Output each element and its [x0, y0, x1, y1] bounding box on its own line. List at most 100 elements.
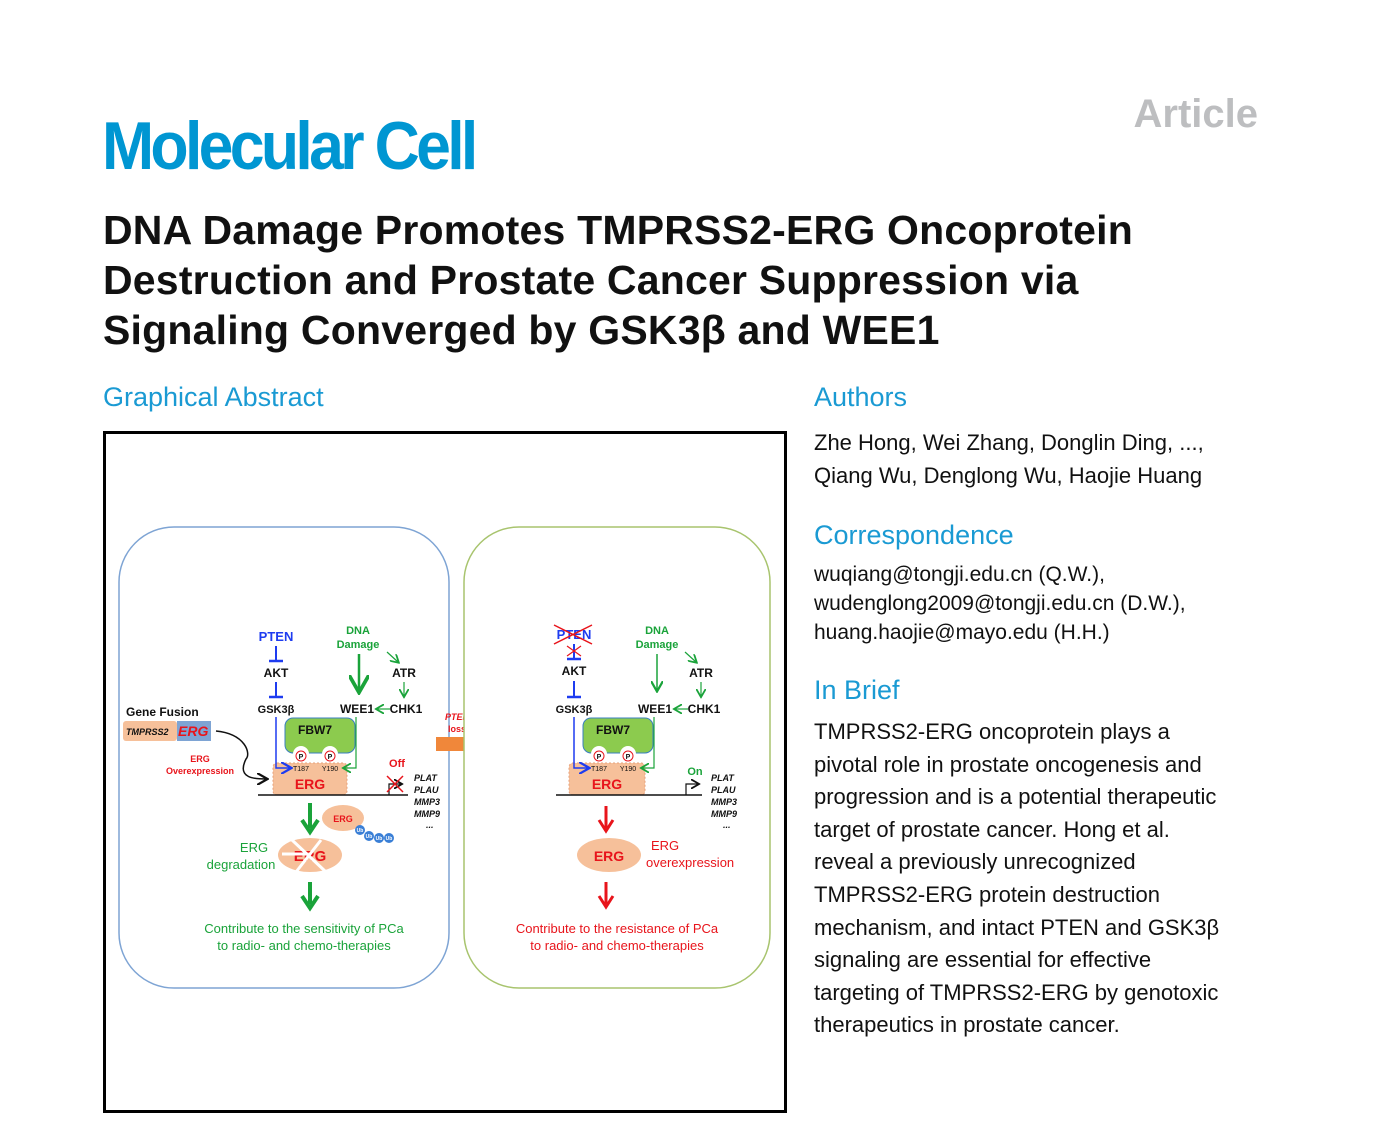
dna-damage-label: DNA	[346, 625, 370, 637]
ubiquitinated-erg	[322, 805, 364, 831]
pten-loss-label: loss	[448, 724, 466, 734]
brief-line: targeting of TMPRSS2-ERG by genotoxic	[814, 979, 1219, 1005]
brief-line: signaling are essential for effective	[814, 947, 1152, 973]
ub-label: Ub	[386, 836, 393, 842]
akt-label: AKT	[562, 664, 587, 678]
erg-degradation-label: degradation	[207, 857, 276, 872]
ub-label: Ub	[376, 836, 383, 842]
in-brief-text: TMPRSS2-ERG oncoprotein plays a pivotal …	[814, 716, 1274, 1042]
wee1-to-y190-arrow	[642, 717, 655, 768]
article-title: DNA Damage Promotes TMPRSS2-ERG Oncoprot…	[103, 205, 1283, 355]
pathway-diagram: PTEN AKT GSK3β DNA Damage ATR WEE1 CHK1 …	[118, 526, 771, 989]
brief-line: TMPRSS2-ERG protein destruction	[814, 881, 1161, 907]
chk1-label: CHK1	[390, 702, 423, 716]
title-line: Destruction and Prostate Cancer Suppress…	[103, 257, 1079, 303]
author-line: Qiang Wu, Denglong Wu, Haojie Huang	[814, 463, 1203, 488]
target-gene: PLAU	[711, 785, 736, 795]
wee1-label: WEE1	[340, 702, 374, 716]
phospho-p-label: P	[328, 754, 333, 761]
brief-line: mechanism, and intact PTEN and GSK3β	[814, 914, 1220, 940]
phospho-p-label: P	[299, 754, 304, 761]
ubiquitin-bead	[374, 833, 384, 843]
brief-line: therapeutics in prostate cancer.	[814, 1012, 1120, 1038]
on-label: On	[687, 766, 703, 778]
brief-line: target of prostate cancer. Hong et al.	[814, 816, 1170, 842]
fbw7-box	[284, 717, 356, 754]
atr-label: ATR	[392, 666, 416, 680]
off-label: Off	[389, 758, 405, 770]
pten-loss-label: PTEN	[445, 712, 470, 722]
promoter-arrow	[685, 784, 698, 795]
ub-label: Ub	[357, 828, 364, 834]
email-link[interactable]: wuqiang@tongji.edu.cn (Q.W.),	[814, 563, 1105, 586]
target-gene: PLAT	[414, 773, 438, 783]
graphical-abstract-heading: Graphical Abstract	[103, 382, 324, 412]
gsk3b-to-t187-arrow	[573, 717, 588, 768]
phospho-circle	[295, 750, 307, 762]
atr-label: ATR	[689, 666, 713, 680]
erg-overexpression-label: ERG	[651, 838, 679, 853]
promoter-arrow	[388, 784, 401, 795]
brief-line: pivotal role in prostate oncogenesis and	[814, 751, 1202, 777]
wee1-to-y190-arrow	[344, 717, 357, 768]
brief-line: progression and is a potential therapeut…	[814, 784, 1217, 810]
erg-oval-label: ERG	[594, 848, 624, 864]
dna-damage-to-atr-arrow	[684, 651, 696, 662]
target-genes: PLAT PLAU MMP3 MMP9 ...	[414, 773, 440, 830]
ub-label: Ub	[366, 834, 373, 840]
journal-logo: Molecular Cell	[102, 108, 478, 184]
target-gene: PLAT	[711, 773, 735, 783]
target-gene: MMP3	[711, 797, 737, 807]
y190-label: Y190	[322, 766, 338, 773]
ubiquitin-chain: Ub Ub Ub Ub	[355, 825, 394, 843]
gsk3b-label: GSK3β	[556, 704, 593, 716]
title-line: Signaling Converged by GSK3β and WEE1	[103, 307, 940, 353]
erg-label: ERG	[592, 776, 622, 792]
y190-label: Y190	[620, 766, 636, 773]
article-type-label: Article	[1133, 92, 1259, 136]
target-gene: PLAU	[414, 785, 439, 795]
target-gene: MMP9	[414, 809, 440, 819]
phospho-circle	[324, 750, 336, 762]
correspondence-list: wuqiang@tongji.edu.cn (Q.W.), wudenglong…	[814, 560, 1186, 647]
fbw7-box	[582, 717, 654, 754]
fusion-to-erg-arrow	[215, 730, 266, 779]
gene-fusion-label: Gene Fusion	[126, 705, 199, 719]
target-gene: MMP3	[414, 797, 440, 807]
ubiquitin-bead	[364, 831, 374, 841]
email-link[interactable]: huang.haojie@mayo.edu (H.H.)	[814, 621, 1110, 644]
t187-label: T187	[591, 766, 607, 773]
erg-label: ERG	[295, 776, 325, 792]
sensitivity-outcome: to radio- and chemo-therapies	[217, 938, 391, 953]
down-arrow-head	[597, 895, 615, 910]
tmprss2-label: TMPRSS2	[126, 727, 169, 737]
dna-damage-to-atr-arrow	[386, 651, 398, 662]
correspondence-heading: Correspondence	[814, 520, 1014, 550]
erg-segment	[177, 721, 211, 741]
target-gene: MMP9	[711, 809, 737, 819]
dna-damage-label: Damage	[337, 639, 380, 651]
sensitivity-outcome: Contribute to the sensitivity of PCa	[204, 921, 404, 936]
gsk3b-to-t187-arrow	[275, 717, 290, 768]
ubiquitin-bead	[384, 833, 394, 843]
erg-overexpression-label: Overexpression	[166, 766, 234, 776]
fbw7-label: FBW7	[596, 723, 630, 737]
phospho-circle	[593, 750, 605, 762]
resistance-outcome: Contribute to the resistance of PCa	[516, 921, 719, 936]
phospho-circle	[622, 750, 634, 762]
author-list: Zhe Hong, Wei Zhang, Donglin Ding, ..., …	[814, 426, 1204, 492]
resistance-outcome: to radio- and chemo-therapies	[530, 938, 704, 953]
dna-damage-label: Damage	[636, 639, 679, 651]
overexpressed-erg	[577, 838, 641, 872]
graphical-abstract-figure: PTEN AKT GSK3β DNA Damage ATR WEE1 CHK1 …	[103, 431, 787, 1113]
in-brief-heading: In Brief	[814, 675, 900, 705]
degradation-cracks	[282, 838, 328, 874]
email-link[interactable]: wudenglong2009@tongji.edu.cn (D.W.),	[814, 592, 1186, 615]
wee1-label: WEE1	[638, 702, 672, 716]
fbw7-label: FBW7	[298, 723, 332, 737]
authors-heading: Authors	[814, 382, 908, 412]
phospho-p-label: P	[626, 754, 631, 761]
pten-label: PTEN	[259, 629, 294, 644]
off-cross	[386, 775, 404, 793]
chk1-label: CHK1	[688, 702, 721, 716]
